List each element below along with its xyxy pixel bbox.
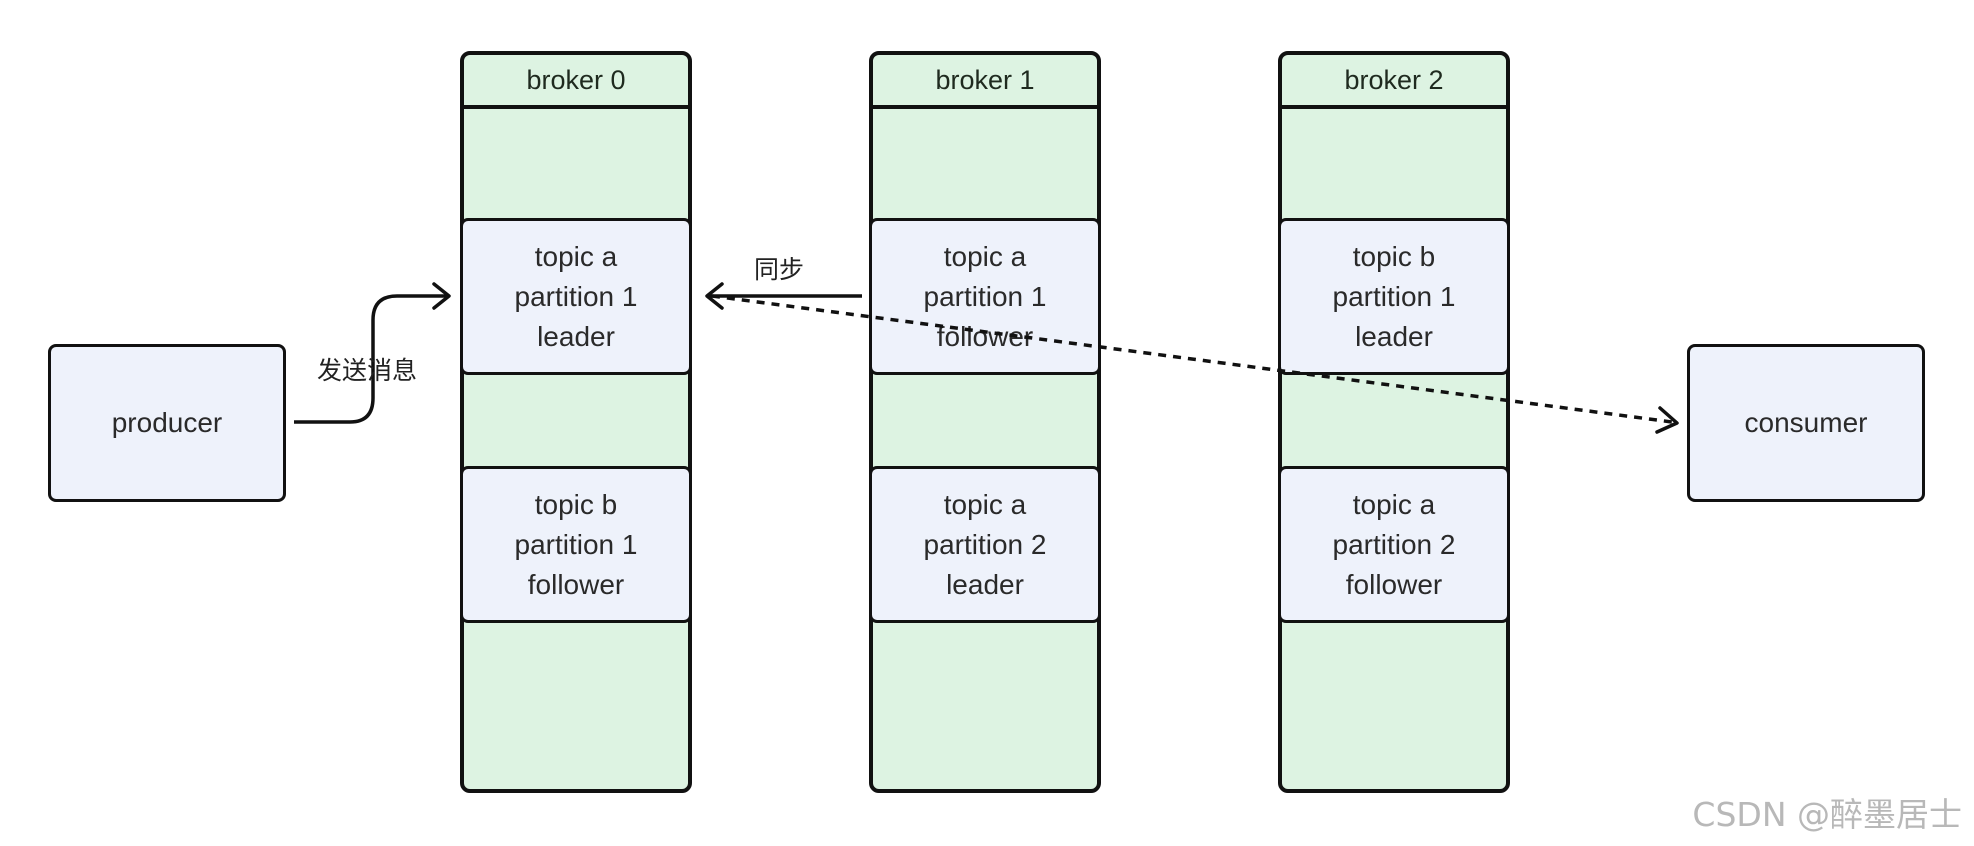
partition-role: follower — [527, 568, 625, 600]
producer-label: producer — [111, 407, 223, 438]
producer-node: producer — [48, 344, 286, 502]
send-label: 发送消息 — [317, 356, 418, 385]
broker-1-partition-bottom: topic a partition 2 leader — [869, 466, 1101, 623]
partition-topic: topic a — [1352, 488, 1436, 520]
partition-role: leader — [537, 320, 615, 352]
broker-2-partition-bottom: topic a partition 2 follower — [1278, 466, 1510, 623]
partition-topic: topic b — [534, 488, 618, 520]
partition-topic: topic a — [534, 240, 618, 272]
partition-role: follower — [1345, 568, 1443, 600]
watermark: CSDN @醉墨居士 — [1692, 795, 1962, 834]
partition-topic: topic a — [943, 240, 1027, 272]
broker-0-partition-top: topic a partition 1 leader — [460, 218, 692, 375]
partition-topic: topic a — [943, 488, 1027, 520]
consumer-label: consumer — [1744, 407, 1868, 438]
broker-0: broker 0 — [460, 51, 692, 793]
partition-number: partition 1 — [514, 528, 638, 560]
partition-role: follower — [936, 320, 1034, 352]
sync-label: 同步 — [754, 255, 805, 284]
broker-0-title: broker 0 — [464, 55, 688, 109]
partition-number: partition 2 — [1332, 528, 1456, 560]
send-arrowhead — [432, 282, 451, 310]
partition-number: partition 2 — [923, 528, 1047, 560]
partition-number: partition 1 — [1332, 280, 1456, 312]
broker-2: broker 2 — [1278, 51, 1510, 793]
broker-1-partition-top: topic a partition 1 follower — [869, 218, 1101, 375]
broker-1-title: broker 1 — [873, 55, 1097, 109]
partition-role: leader — [1355, 320, 1433, 352]
partition-topic: topic b — [1352, 240, 1436, 272]
consume-arrowhead — [1655, 406, 1679, 434]
broker-1: broker 1 — [869, 51, 1101, 793]
partition-role: leader — [946, 568, 1024, 600]
partition-number: partition 1 — [923, 280, 1047, 312]
consume-edge — [711, 294, 1673, 424]
broker-2-partition-top: topic b partition 1 leader — [1278, 218, 1510, 375]
consumer-node: consumer — [1687, 344, 1925, 502]
partition-number: partition 1 — [514, 280, 638, 312]
broker-2-title: broker 2 — [1282, 55, 1506, 109]
sync-arrowhead — [705, 282, 724, 310]
broker-0-partition-bottom: topic b partition 1 follower — [460, 466, 692, 623]
